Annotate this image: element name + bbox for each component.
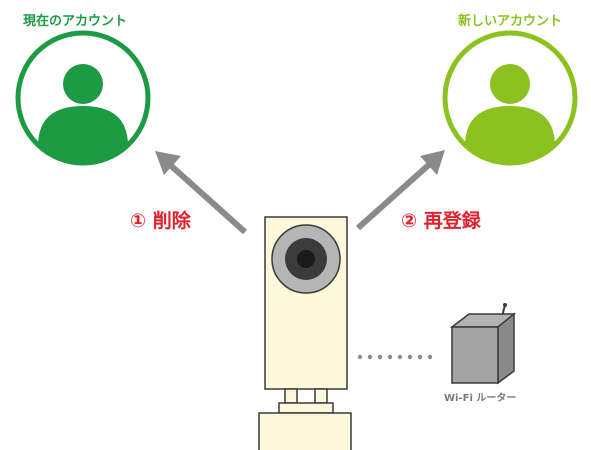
camera-device bbox=[258, 216, 352, 450]
step-delete-label: ① 削除 bbox=[130, 210, 191, 232]
delete-arrow bbox=[155, 151, 248, 235]
wifi-router-icon bbox=[449, 303, 517, 385]
new-account-label: 新しいアカウント bbox=[458, 14, 563, 29]
step-reregister-label: ② 再登録 bbox=[401, 210, 481, 232]
wifi-connection-dots bbox=[357, 354, 433, 360]
current-account-label: 現在のアカウント bbox=[23, 14, 128, 29]
current-account-avatar bbox=[15, 30, 151, 166]
new-account-avatar bbox=[442, 30, 578, 166]
router-label: Wi-Fi ルーター bbox=[444, 393, 517, 404]
reregister-arrow bbox=[356, 150, 445, 231]
